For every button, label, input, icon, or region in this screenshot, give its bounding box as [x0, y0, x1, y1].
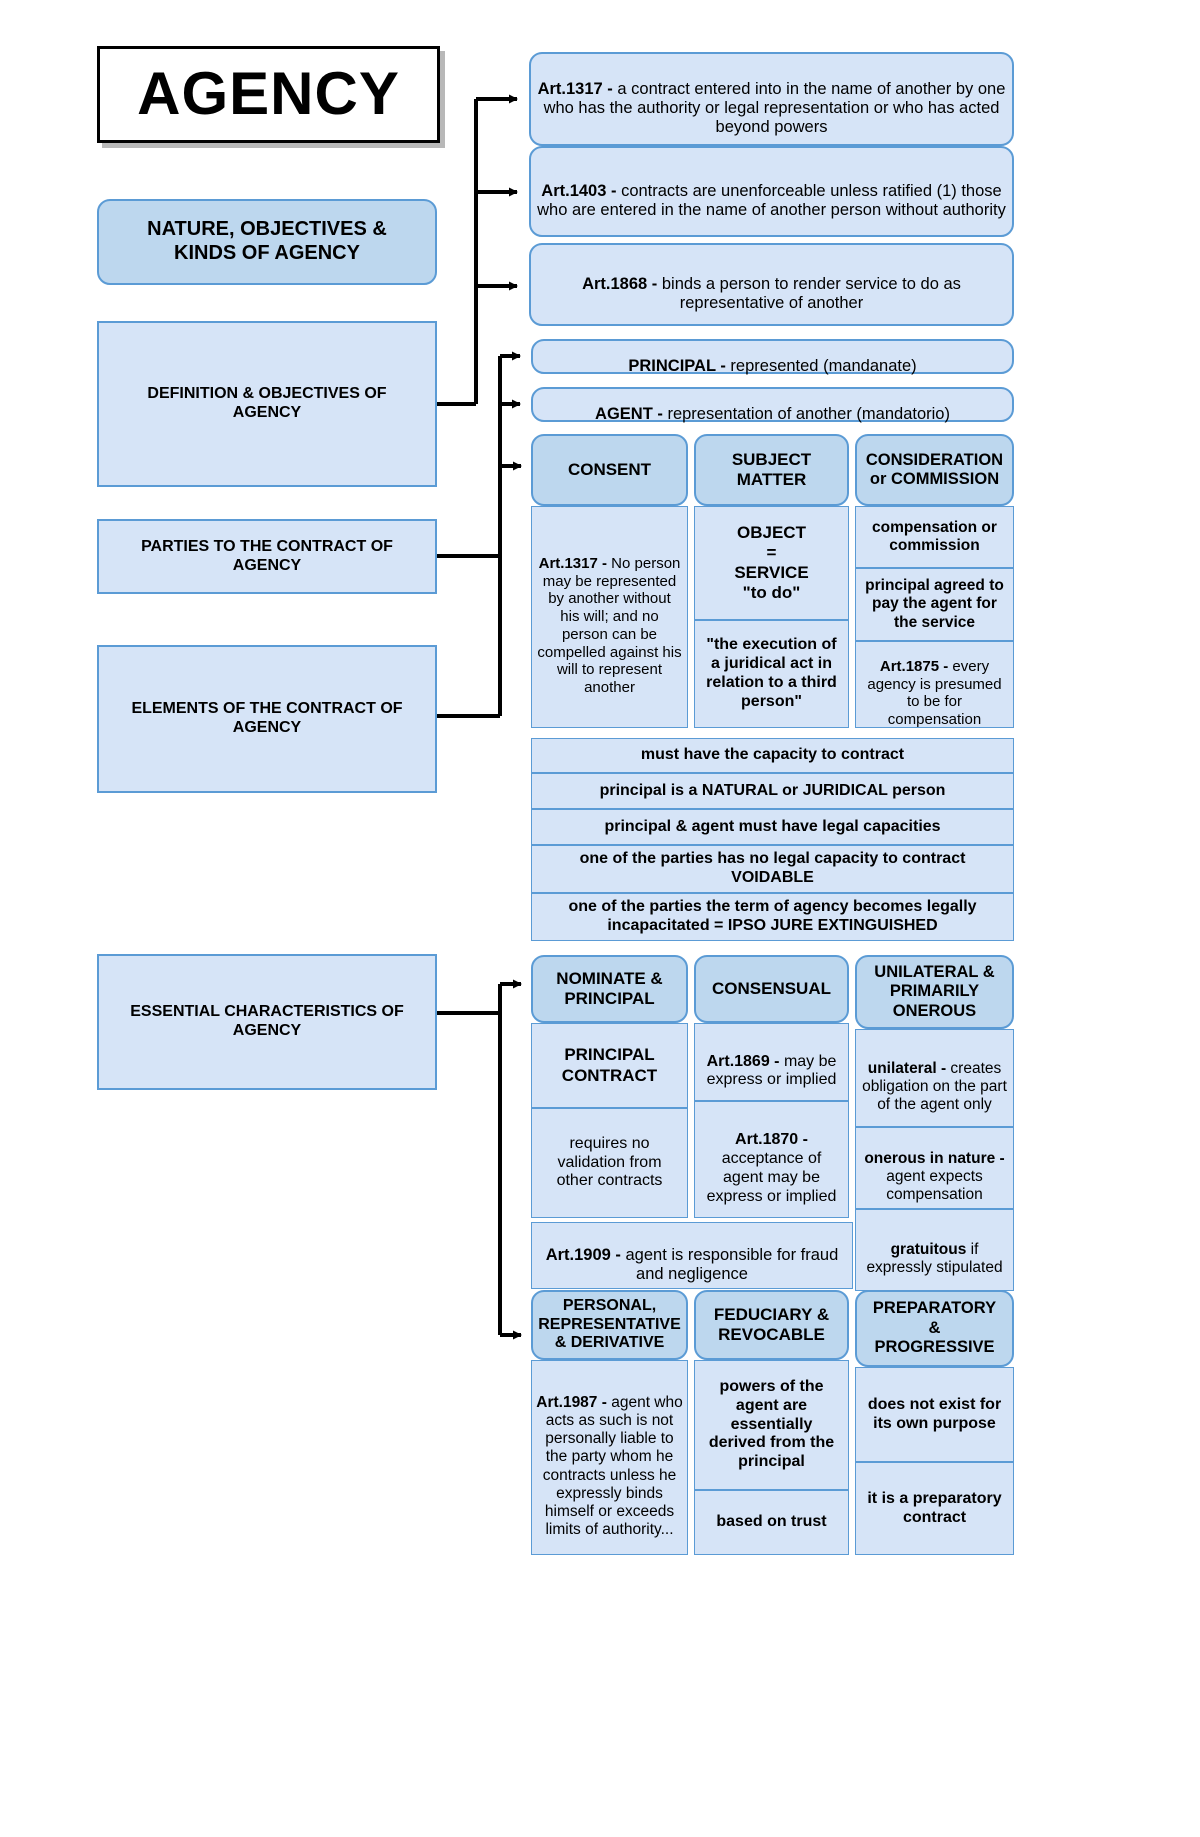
char-cell-preparatory-contract[interactable]: it is a preparatory contract — [855, 1462, 1014, 1555]
cell-body: acceptance of agent may be express or im… — [706, 1150, 837, 1205]
article-body: binds a person to render service to do a… — [657, 274, 961, 313]
cell-lead: Art.1869 - — [706, 1052, 780, 1070]
cell-body: every agency is presumed to be for compe… — [867, 657, 1002, 729]
char-header-unilateral-onerous[interactable]: UNILATERAL & PRIMARILY ONEROUS — [855, 955, 1014, 1029]
sidebar-item-definition[interactable]: DEFINITION & OBJECTIVES OF AGENCY — [97, 321, 437, 487]
char-cell-requires-no-validation[interactable]: requires no validation from other contra… — [531, 1108, 688, 1218]
char-header-preparatory-progressive[interactable]: PREPARATORY & PROGRESSIVE — [855, 1290, 1014, 1367]
article-box-art1317[interactable]: Art.1317 - a contract entered into in th… — [529, 52, 1014, 146]
element-cell-principal-agreed[interactable]: principal agreed to pay the agent for th… — [855, 568, 1014, 641]
article-body: contracts are unenforceable unless ratif… — [537, 181, 1006, 220]
party-body: representation of another (mandatorio) — [662, 404, 950, 423]
page-title: AGENCY — [97, 46, 440, 143]
char-cell-does-not-exist[interactable]: does not exist for its own purpose — [855, 1367, 1014, 1462]
char-cell-onerous[interactable]: onerous in nature - agent expects compen… — [855, 1127, 1014, 1209]
party-row-agent[interactable]: AGENT - representation of another (manda… — [531, 387, 1014, 423]
char-cell-unilateral[interactable]: unilateral - creates obligation on the p… — [855, 1029, 1014, 1127]
cell-lead: unilateral - — [867, 1059, 947, 1077]
char-cell-art1870[interactable]: Art.1870 - acceptance of agent may be ex… — [694, 1101, 849, 1218]
article-lead: Art.1909 - — [545, 1245, 621, 1264]
sidebar-item-elements[interactable]: ELEMENTS OF THE CONTRACT OF AGENCY — [97, 645, 437, 793]
article-box-art1868[interactable]: Art.1868 - binds a person to render serv… — [529, 243, 1014, 326]
cell-body: may be express or implied — [706, 1052, 837, 1089]
element-header-consent[interactable]: CONSENT — [531, 434, 688, 506]
cell-body: if expressly stipulated — [866, 1240, 1003, 1277]
party-lead: AGENT - — [595, 404, 663, 423]
capacity-row-1[interactable]: must have the capacity to contract — [531, 738, 1014, 773]
sidebar-item-essential[interactable]: ESSENTIAL CHARACTERISTICS OF AGENCY — [97, 954, 437, 1090]
cell-body: agent expects compensation — [886, 1168, 983, 1204]
cell-body: creates obligation on the part of the ag… — [862, 1059, 1007, 1114]
char-cell-art1869[interactable]: Art.1869 - may be express or implied — [694, 1023, 849, 1101]
element-cell-art1875[interactable]: Art.1875 - every agency is presumed to b… — [855, 641, 1014, 728]
element-cell-juridical-act[interactable]: "the execution of a juridical act in rel… — [694, 620, 849, 728]
char-header-personal-representative[interactable]: PERSONAL, REPRESENTATIVE & DERIVATIVE — [531, 1290, 688, 1360]
capacity-row-5[interactable]: one of the parties the term of agency be… — [531, 893, 1014, 941]
party-lead: PRINCIPAL - — [628, 356, 726, 375]
element-header-consideration[interactable]: CONSIDERATION or COMMISSION — [855, 434, 1014, 506]
cell-lead: Art.1987 - — [536, 1393, 607, 1411]
char-header-consensual[interactable]: CONSENSUAL — [694, 955, 849, 1023]
article-lead: Art.1868 - — [582, 274, 658, 293]
element-cell-consent-art1317[interactable]: Art.1317 - No person may be represented … — [531, 506, 688, 728]
capacity-row-2[interactable]: principal is a NATURAL or JURIDICAL pers… — [531, 773, 1014, 809]
char-header-nominate-principal[interactable]: NOMINATE & PRINCIPAL — [531, 955, 688, 1023]
cell-lead: gratuitous — [890, 1240, 967, 1258]
element-header-subject-matter[interactable]: SUBJECT MATTER — [694, 434, 849, 506]
article-lead: Art.1403 - — [541, 181, 617, 200]
char-header-feduciary-revocable[interactable]: FEDUCIARY & REVOCABLE — [694, 1290, 849, 1360]
char-cell-gratuitous[interactable]: gratuitous if expressly stipulated — [855, 1209, 1014, 1291]
char-cell-powers-derived[interactable]: powers of the agent are essentially deri… — [694, 1360, 849, 1490]
element-cell-compensation[interactable]: compensation or commission — [855, 506, 1014, 568]
article-body: a contract entered into in the name of a… — [543, 79, 1006, 137]
article-body: agent is responsible for fraud and negli… — [620, 1245, 839, 1284]
party-body: represented (mandanate) — [725, 356, 917, 375]
article-row-art1909[interactable]: Art.1909 - agent is responsible for frau… — [531, 1222, 853, 1289]
cell-lead: Art.1870 - — [735, 1131, 808, 1149]
article-box-art1403[interactable]: Art.1403 - contracts are unenforceable u… — [529, 146, 1014, 237]
cell-body: No person may be represented by another … — [537, 555, 682, 696]
cell-body: agent who acts as such is not personally… — [542, 1393, 683, 1539]
element-cell-object-service[interactable]: OBJECT = SERVICE "to do" — [694, 506, 849, 620]
cell-lead: onerous in nature - — [864, 1149, 1005, 1167]
sidebar-item-nature[interactable]: NATURE, OBJECTIVES & KINDS OF AGENCY — [97, 199, 437, 285]
capacity-row-3[interactable]: principal & agent must have legal capaci… — [531, 809, 1014, 845]
cell-lead: Art.1875 - — [879, 657, 949, 675]
capacity-row-4[interactable]: one of the parties has no legal capacity… — [531, 845, 1014, 893]
sidebar-item-parties[interactable]: PARTIES TO THE CONTRACT OF AGENCY — [97, 519, 437, 594]
char-cell-based-on-trust[interactable]: based on trust — [694, 1490, 849, 1555]
party-row-principal[interactable]: PRINCIPAL - represented (mandanate) — [531, 339, 1014, 375]
cell-lead: Art.1317 - — [538, 555, 607, 573]
char-cell-principal-contract[interactable]: PRINCIPAL CONTRACT — [531, 1023, 688, 1108]
article-lead: Art.1317 - — [537, 79, 613, 98]
char-cell-art1987[interactable]: Art.1987 - agent who acts as such is not… — [531, 1360, 688, 1555]
